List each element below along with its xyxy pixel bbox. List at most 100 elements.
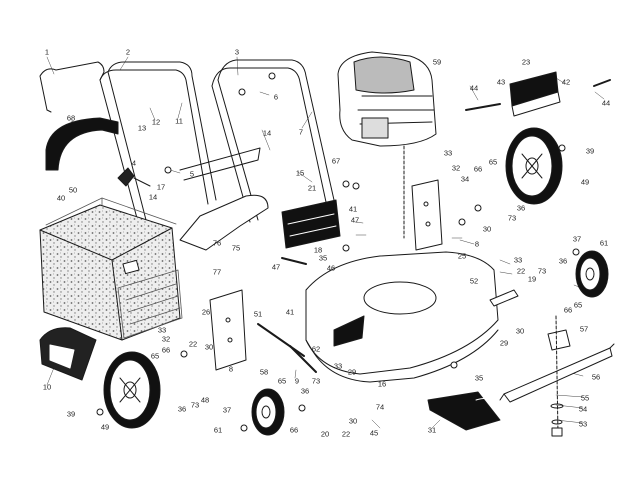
callout-12: 12 (151, 117, 161, 127)
callout-49b: 49 (100, 422, 110, 432)
hardware-bits (96, 72, 580, 432)
callout-14a: 14 (262, 128, 272, 138)
callout-36c: 36 (177, 404, 187, 414)
rear-chute-75 (179, 194, 269, 251)
callout-61b: 61 (213, 425, 223, 435)
callout-45: 45 (369, 428, 379, 438)
callout-32a: 32 (451, 163, 461, 173)
callout-47a: 47 (350, 215, 360, 225)
mower-deck (305, 251, 499, 383)
callout-39b: 39 (66, 409, 76, 419)
callout-77: 77 (212, 267, 222, 277)
callout-22a: 22 (516, 266, 526, 276)
handle-grip-68 (45, 117, 119, 171)
callout-42: 42 (561, 77, 571, 87)
callout-48: 48 (200, 395, 210, 405)
callout-51: 51 (253, 309, 263, 319)
callout-20: 20 (320, 429, 330, 439)
callout-29b: 29 (347, 367, 357, 377)
callout-65a: 65 (488, 157, 498, 167)
blade-56 (499, 343, 615, 403)
blade-adapter-57 (547, 315, 571, 437)
callout-65b: 65 (573, 300, 583, 310)
callout-46: 46 (326, 263, 336, 273)
callout-36d: 36 (300, 386, 310, 396)
callout-41b: 41 (285, 307, 295, 317)
callout-29a: 29 (499, 338, 509, 348)
callout-53: 53 (578, 419, 588, 429)
callout-41a: 41 (348, 204, 358, 214)
callout-62: 62 (311, 344, 321, 354)
knob-4 (117, 167, 151, 187)
callout-33d: 33 (333, 361, 343, 371)
callout-17: 17 (156, 182, 166, 192)
callout-22c: 22 (341, 429, 351, 439)
callout-56: 56 (591, 372, 601, 382)
callout-19: 19 (527, 274, 537, 284)
front-wheel-37-left (251, 388, 285, 436)
callout-35a: 35 (474, 373, 484, 383)
engine-59 (337, 51, 437, 239)
lower-handle-2 (99, 61, 217, 223)
callout-33c: 33 (157, 325, 167, 335)
callout-8a: 8 (474, 239, 480, 249)
callout-10: 10 (42, 382, 52, 392)
callout-5: 5 (189, 169, 195, 179)
handle-wire-1 (39, 61, 105, 113)
bolt-44-left (465, 103, 501, 111)
height-bracket-30 (411, 179, 443, 251)
rear-wheel-49-right (505, 127, 563, 205)
callout-34: 34 (460, 174, 470, 184)
callout-3: 3 (234, 47, 240, 57)
callout-8b: 8 (228, 364, 234, 374)
callout-40: 40 (56, 193, 66, 203)
callout-36b: 36 (558, 256, 568, 266)
callout-65d: 65 (277, 376, 287, 386)
callout-67: 67 (331, 156, 341, 166)
callout-76: 76 (212, 238, 222, 248)
callout-47b: 47 (271, 262, 281, 272)
callout-73b: 73 (537, 266, 547, 276)
callout-33a: 33 (443, 148, 453, 158)
callout-4: 4 (131, 158, 137, 168)
callout-65c: 65 (150, 351, 160, 361)
callout-30c: 30 (204, 342, 214, 352)
callout-50: 50 (68, 185, 78, 195)
callout-44a: 44 (469, 83, 479, 93)
callout-66d: 66 (289, 425, 299, 435)
height-bracket-26 (209, 289, 247, 371)
callout-37b: 37 (222, 405, 232, 415)
callout-9: 9 (294, 376, 300, 386)
callout-55: 55 (580, 393, 590, 403)
callout-44b: 44 (601, 98, 611, 108)
callout-59: 59 (432, 57, 442, 67)
flap-10 (39, 327, 97, 381)
callout-37a: 37 (572, 234, 582, 244)
callout-13: 13 (137, 123, 147, 133)
callout-54: 54 (578, 404, 588, 414)
callout-58: 58 (259, 367, 269, 377)
callout-66c: 66 (161, 345, 171, 355)
callout-21: 21 (307, 183, 317, 193)
bag-frame-50 (45, 197, 183, 339)
callout-66b: 66 (563, 305, 573, 315)
callout-7: 7 (298, 127, 304, 137)
callout-14b: 14 (148, 192, 158, 202)
callout-30b: 30 (515, 326, 525, 336)
callout-30a: 30 (482, 224, 492, 234)
callout-74: 74 (375, 402, 385, 412)
callout-26: 26 (201, 307, 211, 317)
callout-16: 16 (377, 379, 387, 389)
callout-6: 6 (273, 92, 279, 102)
callout-73d: 73 (311, 376, 321, 386)
callout-57: 57 (579, 324, 589, 334)
callout-73a: 73 (507, 213, 517, 223)
callout-11: 11 (175, 116, 183, 126)
callout-68: 68 (66, 113, 76, 123)
link-52 (489, 289, 519, 307)
rear-baffle-23 (509, 71, 561, 117)
callout-15: 15 (295, 168, 305, 178)
callout-75: 75 (231, 243, 241, 253)
callout-22b: 22 (188, 339, 198, 349)
